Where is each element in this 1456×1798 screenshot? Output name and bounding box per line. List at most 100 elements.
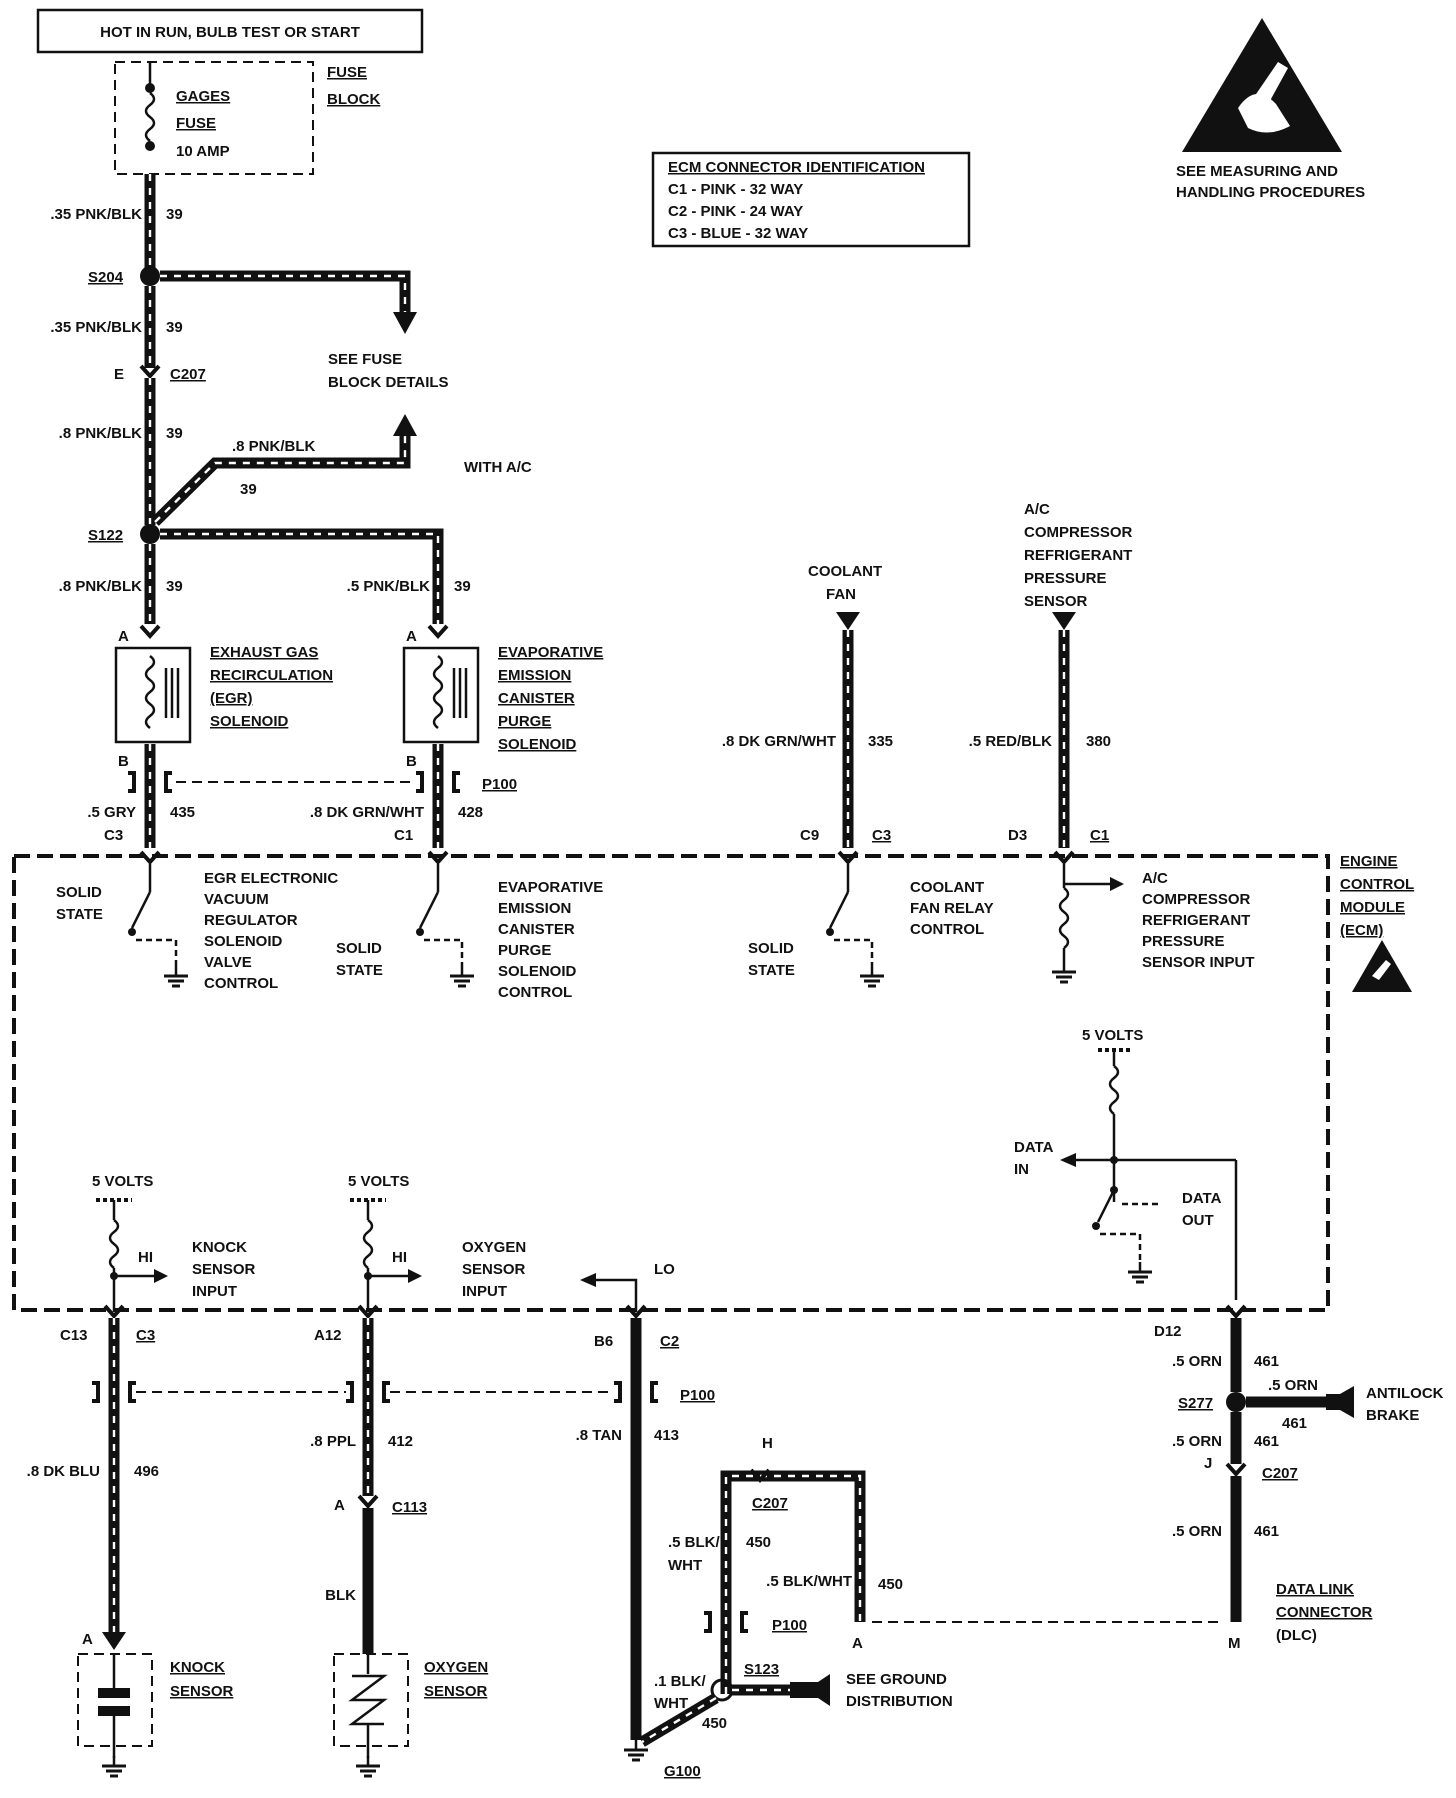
connector-icon	[139, 850, 161, 864]
connector-c13: C13	[60, 1327, 88, 1344]
ecm-id-row: C1 - PINK - 32 WAY	[668, 181, 803, 198]
pin-a: A	[406, 628, 417, 645]
arrow-up-icon	[393, 414, 417, 436]
wire-label: .5 ORN	[1172, 1433, 1222, 1450]
five-volts-label: 5 VOLTS	[92, 1173, 153, 1190]
wire-label: .5 GRY	[87, 804, 136, 821]
knock-sensor-label: KNOCK	[170, 1659, 225, 1676]
splice-s277: S277	[1178, 1395, 1213, 1412]
ac-input-label: SENSOR INPUT	[1142, 954, 1255, 971]
hi-label: HI	[138, 1249, 153, 1266]
connector-c207: C207	[170, 366, 206, 383]
coolant-fan-arrow-icon	[836, 612, 860, 630]
ground-icon	[1126, 1260, 1154, 1284]
circuit-number: 39	[454, 578, 471, 595]
egr-label: RECIRCULATION	[210, 667, 333, 684]
pin-h: H	[762, 1435, 773, 1452]
fuse-name: GAGES	[176, 88, 230, 105]
dlc-label: DATA LINK	[1276, 1581, 1354, 1598]
evap-control-label: CANISTER	[498, 921, 575, 938]
wire-label: .8 DK BLU	[27, 1463, 100, 1480]
ground-connector-icon	[790, 1674, 830, 1706]
connector-icon	[427, 624, 449, 638]
pin-b: B	[118, 753, 129, 770]
circuit-number: 461	[1254, 1523, 1279, 1540]
data-in-label: DATA	[1014, 1139, 1054, 1156]
oxygen-sensor-label: SENSOR	[424, 1683, 488, 1700]
knock-sensor-label: SENSOR	[170, 1683, 234, 1700]
evap-control-label: PURGE	[498, 942, 551, 959]
connector-d3: D3	[1008, 827, 1027, 844]
fuse-rating: 10 AMP	[176, 143, 230, 160]
ecm-title: CONTROL	[1340, 876, 1414, 893]
circuit-number: 335	[868, 733, 893, 750]
ac-input-label: A/C	[1142, 870, 1168, 887]
circuit-number: 496	[134, 1463, 159, 1480]
connector-c113-icon	[357, 1494, 379, 1508]
connector-c1: C1	[1090, 827, 1109, 844]
evap-label: EVAPORATIVE	[498, 644, 603, 661]
egr-control-label: SOLENOID	[204, 933, 283, 950]
wire-label: .8 PNK/BLK	[59, 578, 143, 595]
wire-label: .1 BLK/	[654, 1673, 707, 1690]
evap-control-label: SOLENOID	[498, 963, 577, 980]
ac-sensor-label: COMPRESSOR	[1024, 524, 1133, 541]
arrow-left-icon	[1060, 1153, 1076, 1167]
splice-s277-icon	[1226, 1392, 1246, 1412]
antilock-connector-icon	[1326, 1386, 1354, 1418]
esd-note-2: HANDLING PROCEDURES	[1176, 184, 1365, 201]
fan-control-label: COOLANT	[910, 879, 984, 896]
wire-label: WHT	[654, 1695, 688, 1712]
egr-control-label: CONTROL	[204, 975, 278, 992]
ecm-outline	[12, 854, 1330, 1312]
ground-note: DISTRIBUTION	[846, 1693, 953, 1710]
wire-label: WHT	[668, 1557, 702, 1574]
ac-input-label: PRESSURE	[1142, 933, 1225, 950]
ground-icon	[1050, 960, 1078, 984]
with-ac-label: WITH A/C	[464, 459, 532, 476]
connector-c207: C207	[752, 1495, 788, 1512]
wire-label: .8 PNK/BLK	[59, 425, 143, 442]
antilock-label: ANTILOCK	[1366, 1385, 1444, 1402]
ac-sensor-label: SENSOR	[1024, 593, 1088, 610]
ecm-title: ENGINE	[1340, 853, 1398, 870]
wire-label: BLK	[325, 1587, 356, 1604]
splice-s123: S123	[744, 1661, 779, 1678]
fuse-name-2: FUSE	[176, 115, 216, 132]
connector-d12: D12	[1154, 1323, 1182, 1340]
solid-state-label: STATE	[748, 962, 795, 979]
ac-input-label: REFRIGERANT	[1142, 912, 1250, 929]
arrow-down-icon	[102, 1632, 126, 1650]
antilock-label: BRAKE	[1366, 1407, 1419, 1424]
evap-control-label: CONTROL	[498, 984, 572, 1001]
fan-control-label: FAN RELAY	[910, 900, 994, 917]
oxygen-sensor-icon	[333, 1653, 409, 1747]
coolant-fan-label: FAN	[826, 586, 856, 603]
circuit-number: 461	[1254, 1433, 1279, 1450]
connector-c2: C2	[660, 1333, 679, 1350]
oxygen-input-label: OXYGEN	[462, 1239, 526, 1256]
egr-control-label: VALVE	[204, 954, 252, 971]
connector-a12: A12	[314, 1327, 342, 1344]
ecm-title: (ECM)	[1340, 922, 1383, 939]
wire-label: .35 PNK/BLK	[50, 206, 142, 223]
wire-label: .35 PNK/BLK	[50, 319, 142, 336]
evap-label: EMISSION	[498, 667, 571, 684]
ecm-id-title: ECM CONNECTOR IDENTIFICATION	[668, 159, 925, 176]
circuit-number: 380	[1086, 733, 1111, 750]
esd-small-icon	[1352, 940, 1412, 992]
evap-label: SOLENOID	[498, 736, 577, 753]
dlc-label: (DLC)	[1276, 1627, 1317, 1644]
connector-c3: C3	[104, 827, 123, 844]
wire-label: .5 BLK/	[668, 1534, 721, 1551]
knock-input-label: SENSOR	[192, 1261, 256, 1278]
connector-p100: P100	[680, 1387, 715, 1404]
wire-label: .5 BLK/WHT	[766, 1573, 852, 1590]
circuit-number: 461	[1282, 1415, 1307, 1432]
pin-a: A	[852, 1635, 863, 1652]
resistor-icon	[1058, 887, 1070, 949]
dlc-label: CONNECTOR	[1276, 1604, 1373, 1621]
connector-c207-icon	[1225, 1462, 1247, 1476]
egr-label: SOLENOID	[210, 713, 289, 730]
